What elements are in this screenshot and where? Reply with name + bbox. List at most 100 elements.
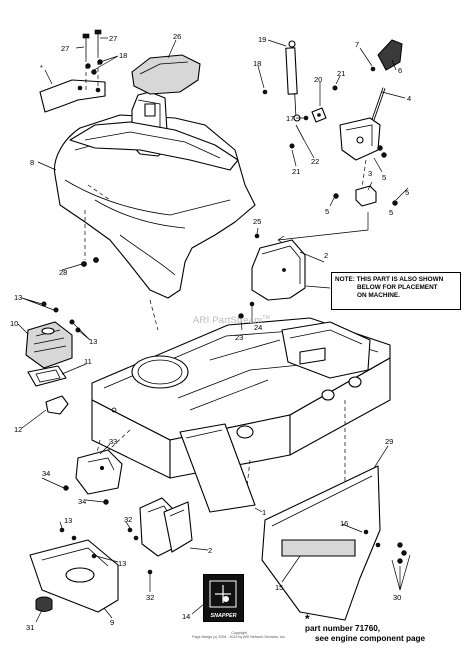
leader-2-lower [189,547,209,551]
callout-1: 1 [262,508,266,517]
fasteners-part-13-lower[interactable] [59,527,97,559]
fasteners-part-30[interactable] [397,542,407,564]
callout-32a: 32 [124,515,132,524]
lever-bracket-assembly[interactable] [339,117,381,161]
note-line-1: NOTE: THIS PART IS ALSO SHOWN [335,276,444,283]
footnote-star: * [305,612,310,626]
copyright-notice: Copyright Page design (c) 2004 - 2019 by… [184,631,294,640]
frame-raised-housing [281,321,371,379]
callout-20: 20 [314,75,322,84]
fasteners-part-21[interactable] [289,85,338,149]
callout-2b: 2 [208,546,212,555]
callout-star: * [40,63,43,72]
callout-26: 26 [173,32,181,41]
armrest-cushion-part-26[interactable] [131,54,201,95]
note-line-3: ON MACHINE. [357,292,400,299]
callout-22: 22 [311,157,319,166]
callout-13a: 13 [14,293,22,302]
watermark: ARI PartStreamTM [193,315,270,327]
leader-1 [254,507,263,513]
callout-6: 6 [398,66,402,75]
fastener-part-17[interactable] [303,115,309,121]
callout-33: 33 [109,437,117,446]
callout-10: 10 [10,319,18,328]
fasteners-part-5[interactable] [333,145,398,206]
callout-5c: 5 [325,207,329,216]
callout-17: 17 [286,114,294,123]
callout-11: 11 [84,357,92,366]
shift-boot-part-10[interactable] [25,321,73,369]
callout-18b: 18 [253,59,261,68]
callout-27b: 27 [109,34,117,43]
bracket-star-part[interactable] [39,79,106,113]
callout-30: 30 [393,593,401,602]
decal-part-14[interactable]: SNAPPER [203,574,244,622]
callout-32b: 32 [146,593,154,602]
copyright-line-2: Page design (c) 2004 - 2019 by ARI Netwo… [192,635,286,640]
pan-rim-inner [84,131,221,159]
callout-8: 8 [30,158,34,167]
channel-part-1[interactable] [179,423,256,513]
callout-5d: 5 [389,208,393,217]
copyright-line-1: Copyright [231,631,247,635]
callout-29: 29 [385,437,393,446]
clip-part-12[interactable] [45,395,69,415]
knob-part-31[interactable] [35,596,53,612]
fasteners-part-16[interactable] [363,529,381,548]
fasteners-part-32[interactable] [127,527,153,575]
plate-part-9[interactable] [29,539,119,613]
callout-25: 25 [253,217,261,226]
bracket-part-33[interactable] [75,449,123,495]
nuts-part-28[interactable] [81,257,99,267]
callout-5a: 5 [382,173,386,182]
callout-15: 15 [275,583,283,592]
callout-3: 3 [368,169,372,178]
callout-21a: 21 [337,69,345,78]
callout-13d: 13 [118,559,126,568]
note-line-2: BELOW FOR PLACEMENT [357,284,438,291]
callout-23: 23 [235,333,243,342]
dash-frame-1 [149,299,159,331]
callout-31: 31 [26,623,34,632]
plate-part-11[interactable] [27,365,67,387]
fastener-part-24[interactable] [249,301,255,307]
callout-34a: 34 [42,469,50,478]
link-part-20[interactable] [311,107,327,123]
callout-9: 9 [110,618,114,627]
decal-strip-part-15[interactable] [281,539,356,557]
pin-part-22[interactable] [295,124,305,141]
callout-27a: 27 [61,44,69,53]
pivot-block-part-3[interactable] [355,185,377,207]
callout-16: 16 [340,519,348,528]
bracket-part-2-lower[interactable] [163,501,193,553]
bolts-part-27[interactable] [82,29,102,58]
fastener-part-18[interactable] [262,89,268,95]
engine-footnote: * part number 71760, see engine componen… [305,612,425,644]
callout-13b: 13 [89,337,97,346]
arrow-note [305,285,331,289]
callout-12: 12 [14,425,22,434]
pan-rim [69,121,239,171]
callout-5b: 5 [405,188,409,197]
callout-numbers: 27 27 18 26 * 8 19 18 20 21 7 6 4 17 5 3… [10,32,411,632]
pin-part-7[interactable] [370,66,376,72]
bracket-part-2-upper[interactable] [251,239,306,301]
arrow-bracket-2 [277,212,369,241]
decal-graphic-icon [209,580,237,608]
callout-14: 14 [182,612,190,621]
callout-19: 19 [258,35,266,44]
callout-18a: 18 [119,51,127,60]
washers-part-18[interactable] [85,59,103,75]
decal-brand-label: SNAPPER [210,613,237,619]
callout-34b: 34 [78,497,86,506]
callout-13c: 13 [64,516,72,525]
callout-24: 24 [254,323,262,332]
knob-part-6[interactable] [377,39,403,71]
callout-7: 7 [355,40,359,49]
fastener-part-25[interactable] [254,233,260,239]
gas-spring-part-19[interactable] [285,40,301,122]
callout-28: 28 [59,268,67,277]
leader-lines [17,37,411,623]
